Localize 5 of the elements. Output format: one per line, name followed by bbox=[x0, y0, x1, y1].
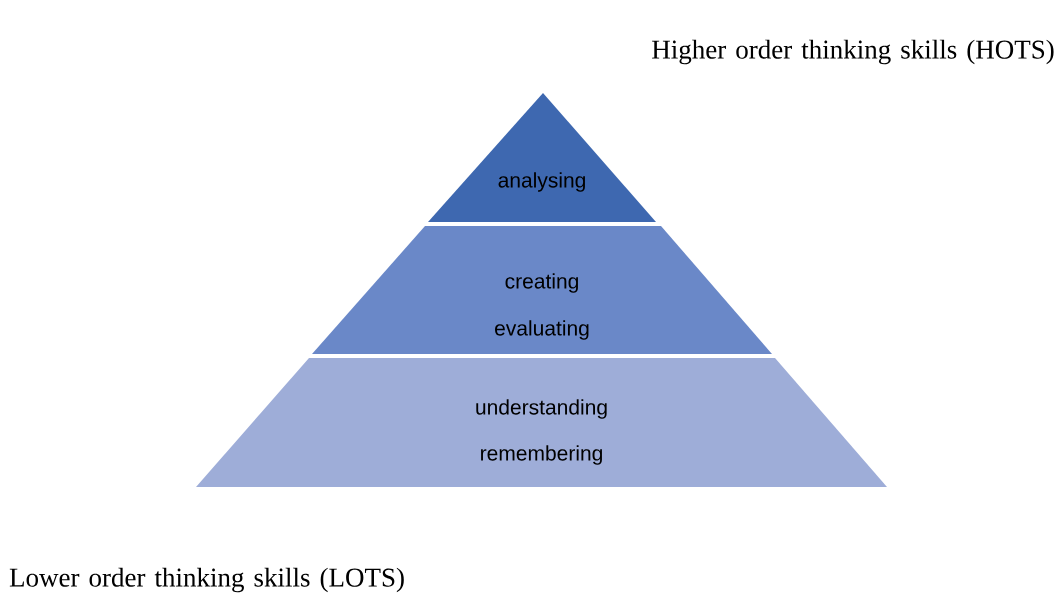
level-label: Lower order thinking skills (LOTS) bbox=[9, 567, 404, 593]
level-label: Higher order thinking skills (HOTS) bbox=[652, 39, 1054, 65]
pyramid-level: understanding remembering bbox=[196, 358, 887, 487]
pyramid-level: analysing bbox=[428, 93, 656, 222]
pyramid-level: creating evaluating bbox=[312, 226, 772, 354]
